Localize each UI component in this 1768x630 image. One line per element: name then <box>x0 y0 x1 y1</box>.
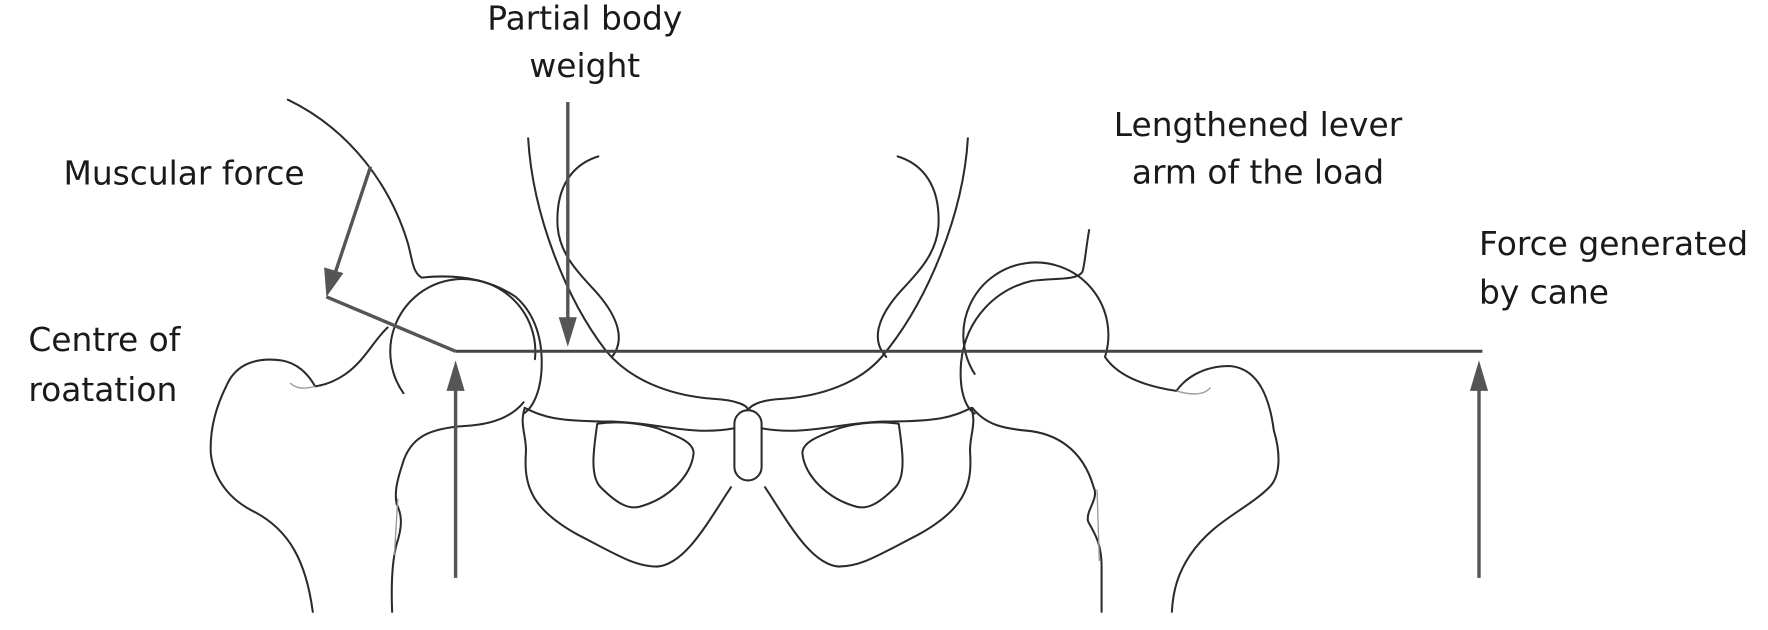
label-partial-body-weight-line1: Partial body <box>487 0 682 37</box>
muscular-force-arrow <box>324 166 457 353</box>
left-femur <box>209 277 537 613</box>
label-lever-arm-line1: Lengthened lever <box>1114 105 1403 144</box>
label-muscular-force: Muscular force <box>63 154 304 193</box>
joint-reaction-arrow <box>446 360 465 578</box>
right-femur <box>962 261 1280 613</box>
label-partial-body-weight-line2: weight <box>529 46 640 85</box>
label-lever-arm-line2: arm of the load <box>1132 153 1384 192</box>
label-cane-force-line2: by cane <box>1479 273 1609 312</box>
right-ilium <box>959 228 1091 415</box>
body-weight-arrow <box>558 101 577 347</box>
cane-force-arrow <box>1469 360 1489 578</box>
label-centre-of-rotation-line2: roatation <box>28 370 177 409</box>
left-ilium <box>286 98 543 415</box>
label-centre-of-rotation-line1: Centre of <box>28 320 181 359</box>
label-cane-force-line1: Force generated <box>1479 224 1748 263</box>
